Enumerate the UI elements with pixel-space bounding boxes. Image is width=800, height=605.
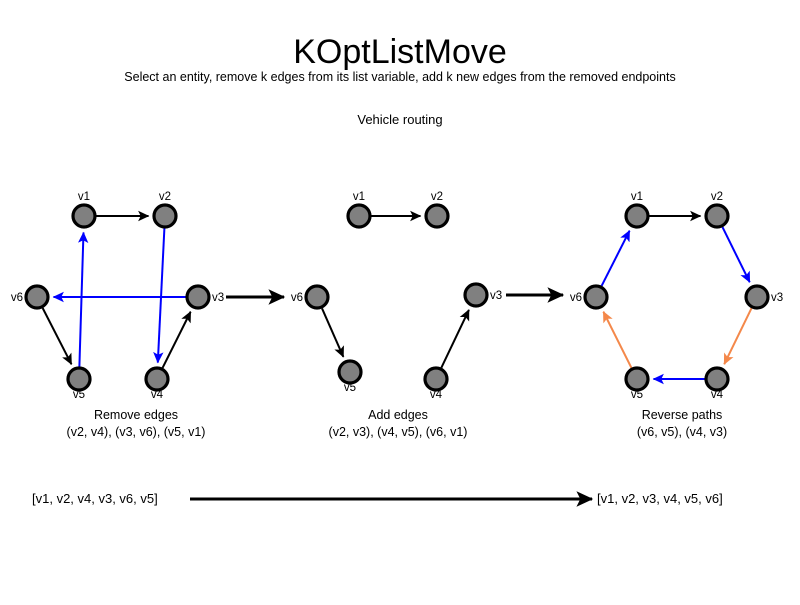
node-label: v3 (212, 292, 224, 304)
node-circle (463, 282, 489, 308)
node-reverse-v5[interactable]: v5 (624, 366, 650, 401)
node-circle (423, 366, 449, 392)
result-row: [v1, v2, v4, v3, v6, v5] [v1, v2, v3, v4,… (32, 491, 723, 507)
node-circle (624, 366, 650, 392)
section-label: Vehicle routing (357, 112, 442, 127)
node-label: v4 (151, 389, 164, 401)
node-add-v4[interactable]: v4 (423, 366, 449, 401)
node-label: v4 (430, 389, 443, 401)
edge-reverse-v5-to-v6 (602, 311, 633, 369)
page-subtitle: Select an entity, remove k edges from it… (124, 70, 675, 84)
node-remove-v6[interactable]: v6 (11, 284, 50, 310)
edge-reverse-v3-to-v4 (723, 307, 753, 365)
node-circle (583, 284, 609, 310)
edge-remove-v2-to-v4 (153, 228, 166, 364)
node-add-v5[interactable]: v5 (337, 359, 363, 394)
edge-add-v4-to-v3 (440, 309, 470, 369)
node-circle (704, 203, 730, 229)
node-label: v1 (78, 191, 90, 203)
transitions-layer (226, 287, 565, 305)
node-remove-v5[interactable]: v5 (66, 366, 92, 401)
panel-reverse-edges (600, 210, 753, 385)
node-label: v1 (631, 191, 643, 203)
node-circle (66, 366, 92, 392)
node-circle (346, 203, 372, 229)
panel-add-caption-title: Add edges (368, 408, 428, 422)
node-label: v2 (159, 191, 171, 203)
node-label: v5 (344, 382, 356, 394)
node-reverse-v4[interactable]: v4 (704, 366, 730, 401)
node-label: v4 (711, 389, 724, 401)
node-reverse-v6[interactable]: v6 (570, 284, 609, 310)
node-remove-v1[interactable]: v1 (71, 191, 97, 229)
node-remove-v4[interactable]: v4 (144, 366, 170, 401)
node-circle (304, 284, 330, 310)
panel-reverse-caption-title: Reverse paths (642, 408, 723, 422)
node-reverse-v3[interactable]: v3 (744, 284, 783, 310)
node-circle (337, 359, 363, 385)
node-add-v1[interactable]: v1 (346, 191, 372, 229)
node-circle (424, 203, 450, 229)
panel-remove-caption-detail: (v2, v4), (v3, v6), (v5, v1) (67, 425, 206, 439)
node-label: v5 (631, 389, 643, 401)
node-label: v6 (291, 292, 303, 304)
panel-add-edges (321, 210, 470, 369)
node-circle (71, 203, 97, 229)
node-circle (704, 366, 730, 392)
node-circle (624, 203, 650, 229)
node-label: v2 (431, 191, 443, 203)
panel-add-caption-detail: (v2, v3), (v4, v5), (v6, v1) (329, 425, 468, 439)
node-circle (152, 203, 178, 229)
node-circle (24, 284, 50, 310)
node-add-v3[interactable]: v3 (463, 282, 502, 308)
node-reverse-v1[interactable]: v1 (624, 191, 650, 229)
panel-remove-caption-title: Remove edges (94, 408, 178, 422)
node-label: v3 (490, 290, 502, 302)
node-add-v6[interactable]: v6 (291, 284, 330, 310)
node-reverse-v2[interactable]: v2 (704, 191, 730, 229)
node-remove-v2[interactable]: v2 (152, 191, 178, 229)
page-title: KOptListMove (293, 33, 507, 71)
node-label: v3 (771, 292, 783, 304)
node-circle (185, 284, 211, 310)
list-after: [v1, v2, v3, v4, v5, v6] (597, 491, 723, 506)
edge-remove-v5-to-v1 (77, 231, 89, 367)
panel-reverse-caption-detail: (v6, v5), (v4, v3) (637, 425, 727, 439)
edge-reverse-v6-to-v1 (600, 230, 631, 287)
edge-add-v6-to-v5 (321, 308, 345, 358)
node-label: v5 (73, 389, 85, 401)
node-circle (744, 284, 770, 310)
node-add-v2[interactable]: v2 (424, 191, 450, 229)
node-remove-v3[interactable]: v3 (185, 284, 224, 310)
panel-remove-edges (41, 210, 192, 369)
node-label: v2 (711, 191, 723, 203)
edge-remove-v4-to-v3 (161, 311, 192, 369)
node-label: v6 (11, 292, 23, 304)
node-label: v1 (353, 191, 365, 203)
list-before: [v1, v2, v4, v3, v6, v5] (32, 491, 158, 506)
edge-reverse-v2-to-v3 (721, 226, 751, 283)
edge-remove-v6-to-v5 (41, 307, 73, 366)
node-circle (144, 366, 170, 392)
node-label: v6 (570, 292, 582, 304)
